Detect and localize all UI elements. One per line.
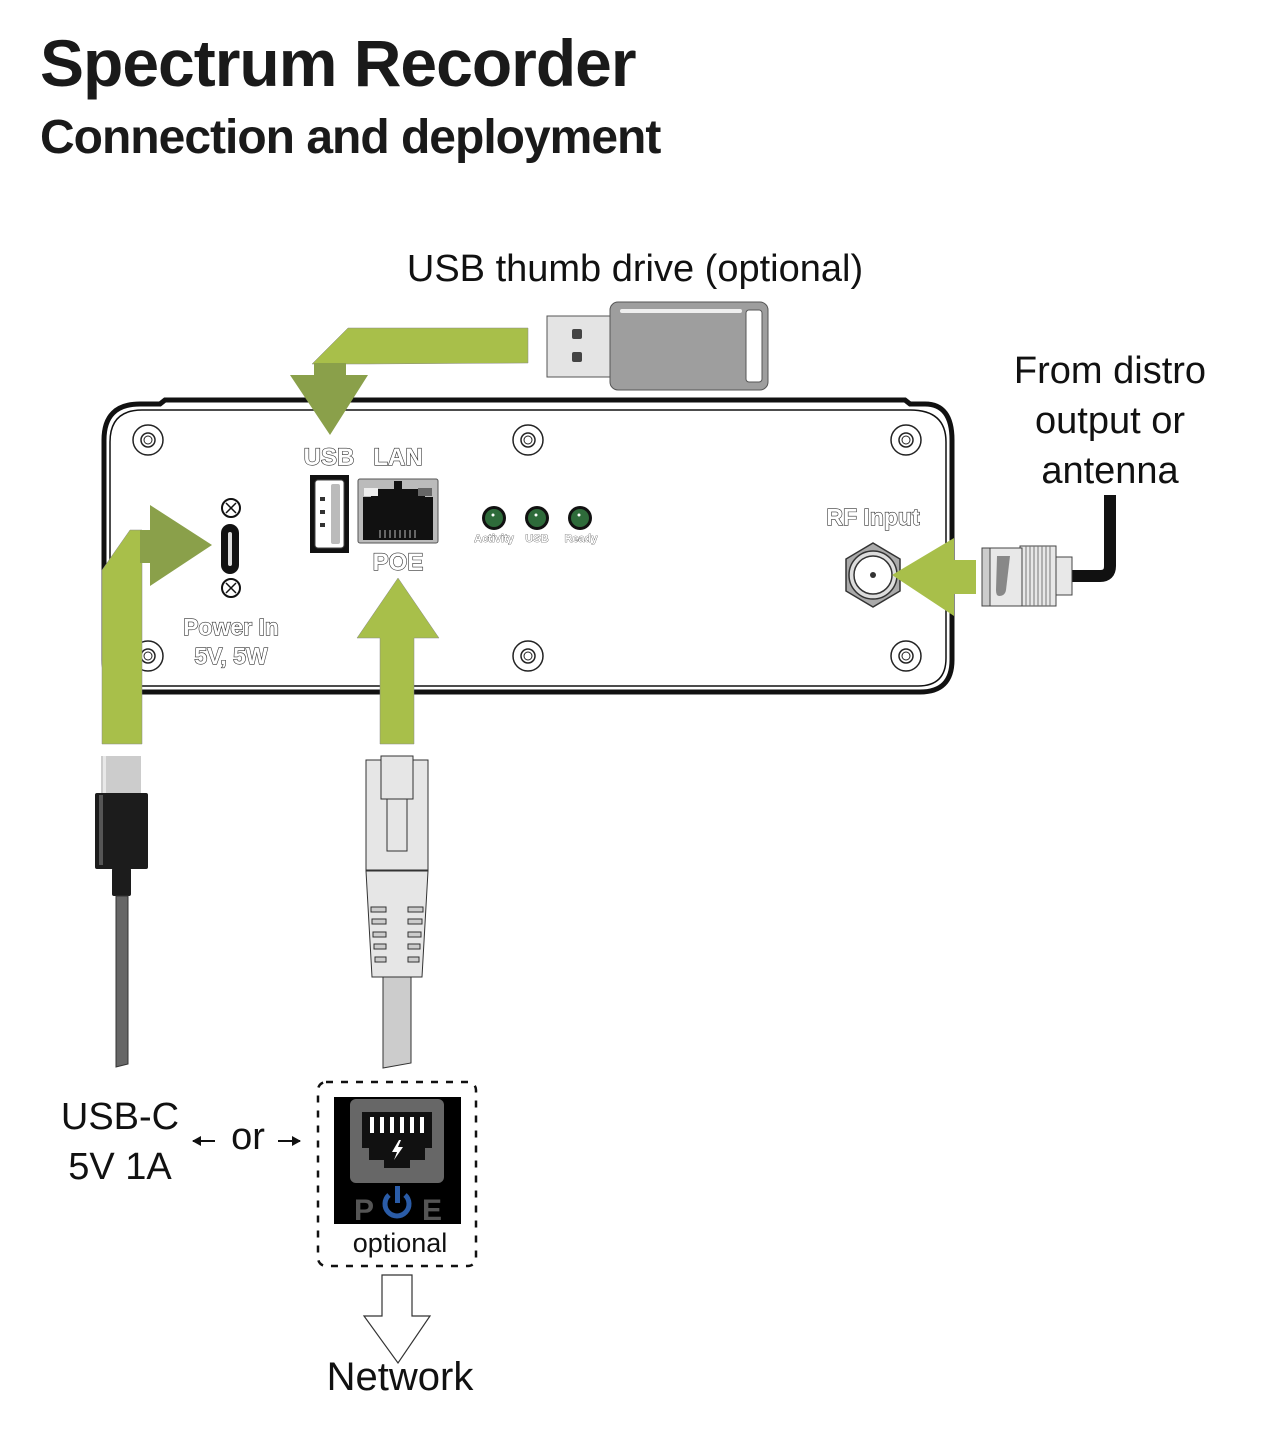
lan-port-label: LAN (373, 444, 422, 471)
poe-injector-icon: P E (334, 1097, 461, 1227)
or-label: or (231, 1116, 265, 1158)
screw-icon (132, 424, 164, 456)
screw-icon (512, 640, 544, 672)
device-enclosure (101, 397, 955, 695)
rf-source-line-3: antenna (1041, 450, 1179, 492)
status-leds (482, 506, 592, 530)
bnc-plug-icon (981, 495, 1116, 607)
led-label-usb: USB (525, 533, 548, 545)
or-arrows (192, 1136, 301, 1146)
network-arrow-icon (362, 1274, 432, 1365)
rf-source-label: From distro output or antenna (990, 346, 1230, 496)
page-subtitle: Connection and deployment (40, 111, 661, 164)
rf-input-label: RF Input (826, 504, 920, 530)
usbc-port (221, 498, 241, 598)
poe-badge-e: E (422, 1194, 442, 1227)
network-label: Network (326, 1355, 474, 1399)
led-usb (525, 506, 549, 530)
usb-drive-icon (546, 301, 769, 391)
usbc-line-2: 5V 1A (68, 1146, 172, 1188)
usb-drive-label: USB thumb drive (optional) (406, 248, 864, 290)
rj45-port (357, 478, 439, 544)
poe-port-label: POE (373, 549, 424, 576)
usbc-plug-icon (95, 756, 148, 1068)
power-in-label: Power In (183, 614, 279, 640)
led-activity (482, 506, 506, 530)
usb-port-label: USB (304, 444, 355, 471)
rf-source-line-2: output or (1035, 400, 1185, 442)
rf-source-line-1: From distro (1013, 350, 1207, 392)
usb-a-port (310, 475, 349, 553)
screw-icon (512, 424, 544, 456)
poe-optional-label: optional (352, 1228, 448, 1258)
rj45-plug-icon (365, 755, 429, 1069)
power-spec-label: 5V, 5W (194, 643, 268, 669)
page-title: Spectrum Recorder (40, 26, 637, 100)
poe-insert-arrow (356, 577, 440, 745)
led-label-ready: Ready (564, 533, 598, 545)
poe-badge-p: P (354, 1194, 374, 1227)
screw-icon (890, 424, 922, 456)
lightning-icon (392, 1140, 403, 1160)
led-label-activity: Activity (474, 533, 515, 545)
usb-insert-arrow (290, 327, 529, 435)
screw-icon (890, 640, 922, 672)
power-insert-arrow (101, 505, 212, 745)
usbc-power-label: USB-C 5V 1A (50, 1092, 190, 1192)
bnc-jack (845, 542, 901, 608)
led-ready (568, 506, 592, 530)
poe-optional-box (316, 1080, 478, 1268)
power-icon (382, 1186, 412, 1219)
rf-insert-arrow (892, 538, 976, 616)
usbc-line-1: USB-C (60, 1096, 180, 1138)
